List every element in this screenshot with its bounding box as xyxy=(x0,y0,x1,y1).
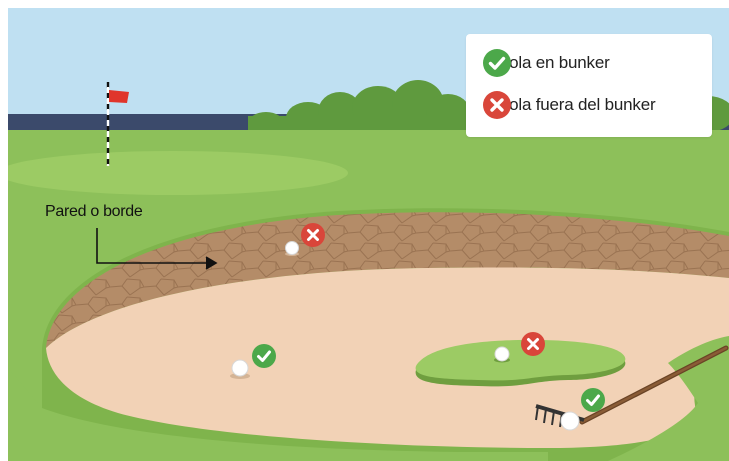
legend: Bola en bunker Bola fuera del bunker xyxy=(466,34,712,137)
legend-label: Bola en bunker xyxy=(498,53,610,73)
legend-item-in-bunker: Bola en bunker xyxy=(482,48,610,78)
cross-icon xyxy=(520,331,546,357)
golf-ball xyxy=(561,412,579,430)
golf-ball xyxy=(494,347,510,363)
check-icon xyxy=(482,48,512,78)
golf-ball xyxy=(285,242,299,257)
golf-bunker-illustration: Pared o borde Bola en bunker Bola fuera … xyxy=(8,8,729,461)
putting-green xyxy=(8,151,348,195)
check-icon xyxy=(580,387,606,413)
check-icon xyxy=(251,343,277,369)
cross-icon xyxy=(300,222,326,248)
cross-icon xyxy=(482,90,512,120)
legend-label: Bola fuera del bunker xyxy=(498,95,655,115)
wall-label: Pared o borde xyxy=(45,203,143,221)
legend-item-out-bunker: Bola fuera del bunker xyxy=(482,90,655,120)
